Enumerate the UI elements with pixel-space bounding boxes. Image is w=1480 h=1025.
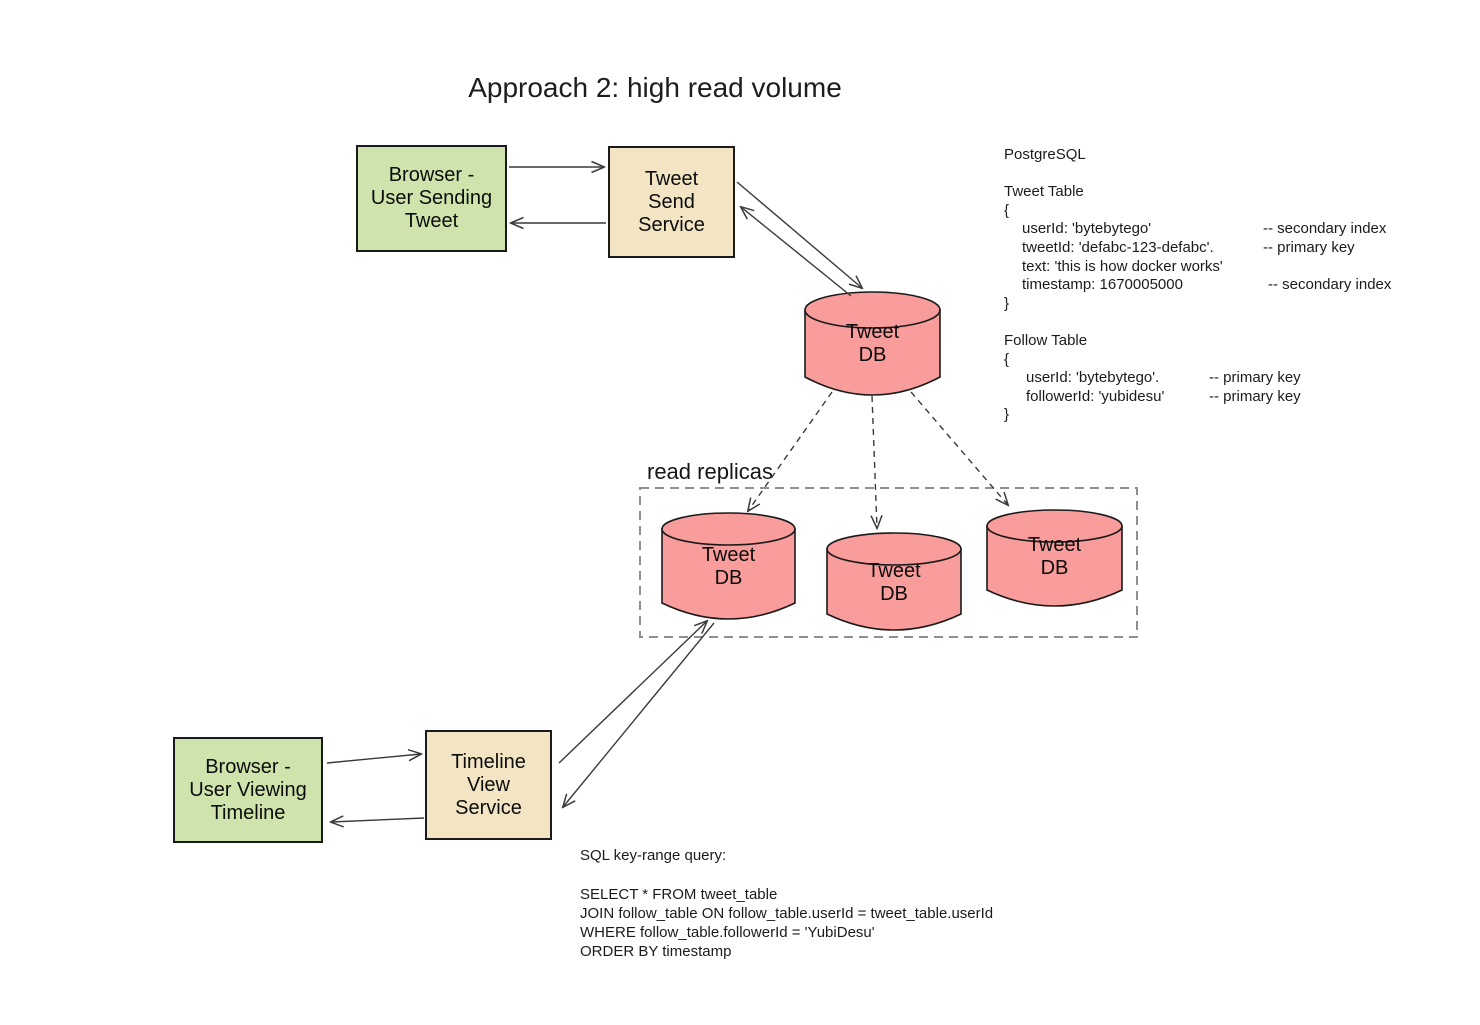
- field: tweetId: 'defabc-123-defabc'.: [1022, 238, 1214, 256]
- browser-viewing-line1: Browser -: [205, 755, 291, 778]
- spacer: [1004, 165, 1444, 184]
- arrow-send-service-to-tweet-db: [736, 181, 862, 288]
- field: userId: 'bytebytego'.: [1026, 369, 1160, 387]
- solid-arrows: [326, 167, 862, 822]
- arrow-primary-to-replica1: [748, 391, 833, 511]
- follow-table-close-brace: }: [1004, 406, 1010, 424]
- sql-orderby-line: ORDER BY timestamp: [580, 943, 732, 961]
- arrow-timeline-service-to-replica1: [558, 621, 707, 764]
- tweet-db-replica3-line2: DB: [1040, 557, 1069, 579]
- postgres-schema-block: PostgreSQL Tweet Table { userId: 'byteby…: [1004, 146, 1444, 425]
- tweet-send-service-line2: Send: [648, 190, 695, 213]
- tweet-table-close-brace: }: [1004, 294, 1010, 312]
- spacer: [580, 865, 1100, 884]
- browser-viewing-line2: User Viewing: [189, 778, 307, 801]
- sql-join-line: JOIN follow_table ON follow_table.userId…: [580, 904, 994, 922]
- sql-select-line: SELECT * FROM tweet_table: [580, 885, 778, 903]
- tweet-table-row-tweetid: tweetId: 'defabc-123-defabc'. -- primary…: [1004, 239, 1444, 258]
- tweet-db-replica2-cylinder: [826, 532, 962, 631]
- replication-arrows: [748, 391, 1008, 528]
- tweet-db-replica2-label: Tweet DB: [827, 558, 961, 608]
- browser-viewing-line3: Timeline: [210, 801, 286, 824]
- comment: -- primary key: [1263, 238, 1355, 256]
- tweet-send-service-line1: Tweet: [644, 167, 699, 190]
- tweet-db-replica3-label: Tweet DB: [987, 532, 1122, 582]
- field: text: 'this is how docker works': [1022, 257, 1223, 275]
- browser-sending-line3: Tweet: [404, 210, 459, 232]
- tweet-send-service-line3: Service: [638, 213, 705, 236]
- tweet-db-replica1-label: Tweet DB: [662, 542, 795, 592]
- tweet-table-open-brace: {: [1004, 201, 1010, 219]
- timeline-view-service-line3: Service: [455, 796, 522, 819]
- tweet-table-row-text: text: 'this is how docker works': [1004, 258, 1444, 277]
- read-replicas-label: read replicas: [647, 459, 773, 484]
- arrow-primary-to-replica3: [910, 391, 1008, 505]
- tweet-table-row-timestamp: timestamp: 1670005000 -- secondary index: [1004, 276, 1444, 295]
- browser-viewing-timeline-box: Browser - User Viewing Timeline: [173, 737, 323, 843]
- tweet-db-replica1-line1: Tweet: [701, 544, 756, 566]
- timeline-view-service-line1: Timeline: [451, 750, 526, 773]
- tweet-db-replica3-cylinder: [986, 509, 1123, 607]
- tweet-db-replica2-line2: DB: [880, 583, 908, 605]
- follow-table-row-userid: userId: 'bytebytego'. -- primary key: [1004, 369, 1444, 388]
- tweet-db-replica1-cylinder: [661, 512, 796, 620]
- tweet-send-service-box: Tweet Send Service: [608, 146, 735, 258]
- comment: -- secondary index: [1268, 276, 1392, 294]
- sql-where-line: WHERE follow_table.followerId = 'YubiDes…: [580, 924, 875, 942]
- spacer: [1004, 313, 1444, 332]
- tweet-db-replica2-line1: Tweet: [867, 560, 921, 582]
- timeline-view-service-box: Timeline View Service: [425, 730, 552, 840]
- tweet-db-replica1-line2: DB: [714, 567, 743, 589]
- page-title: Approach 2: high read volume: [468, 72, 842, 103]
- tweet-table-row-userid: userId: 'bytebytego' -- secondary index: [1004, 220, 1444, 239]
- field: timestamp: 1670005000: [1022, 276, 1183, 294]
- tweet-db-primary-line1: Tweet: [845, 321, 900, 343]
- arrow-timeline-service-to-browser-viewing: [331, 818, 425, 822]
- field: followerId: 'yubidesu': [1026, 387, 1165, 405]
- comment: -- primary key: [1209, 369, 1301, 387]
- follow-table-title: Follow Table: [1004, 331, 1088, 349]
- follow-table-open-brace: {: [1004, 350, 1010, 368]
- comment: -- secondary index: [1263, 220, 1387, 238]
- browser-sending-line1: Browser -: [388, 164, 475, 186]
- tweet-db-primary-label: Tweet DB: [805, 318, 940, 370]
- comment: -- primary key: [1209, 387, 1301, 405]
- arrow-replica1-to-timeline-service: [563, 622, 715, 807]
- tweet-table-title: Tweet Table: [1004, 183, 1084, 201]
- field: userId: 'bytebytego': [1022, 220, 1152, 238]
- sql-heading: SQL key-range query:: [580, 847, 727, 864]
- timeline-view-service-line2: View: [467, 773, 510, 796]
- tweet-db-replica3-line1: Tweet: [1027, 534, 1082, 556]
- arrow-primary-to-replica2: [872, 395, 877, 528]
- postgres-heading: PostgreSQL: [1004, 146, 1086, 163]
- read-replicas-group-border: [639, 487, 1138, 638]
- tweet-db-primary-line2: DB: [858, 344, 887, 366]
- browser-sending-tweet-box: Browser - User Sending Tweet: [356, 145, 507, 252]
- arrow-tweet-db-to-send-service: [741, 207, 852, 297]
- sql-query-block: SQL key-range query: SELECT * FROM tweet…: [580, 846, 1100, 962]
- follow-table-row-followerid: followerId: 'yubidesu' -- primary key: [1004, 388, 1444, 407]
- arrow-browser-viewing-to-timeline-service: [326, 754, 421, 764]
- browser-sending-line2: User Sending: [370, 187, 493, 209]
- tweet-db-primary-cylinder: [804, 291, 941, 396]
